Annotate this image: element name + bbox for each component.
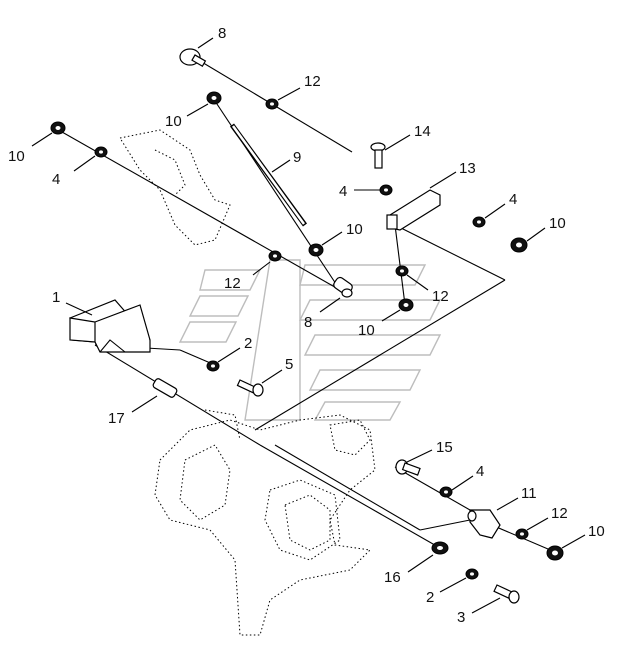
watermark-logo	[178, 259, 442, 421]
nut-top	[206, 91, 222, 105]
callout-leaders	[31, 37, 586, 614]
cover-1	[69, 299, 151, 353]
callout-2-upper: 2	[244, 335, 252, 352]
bolt-5	[236, 379, 264, 397]
callout-10-left-mid: 10	[165, 113, 182, 130]
callout-4-left: 4	[52, 171, 60, 188]
nut-low	[398, 298, 414, 312]
callout-3: 3	[457, 609, 465, 626]
callout-12-center: 12	[224, 275, 241, 292]
callout-12-lower: 12	[551, 505, 568, 522]
callout-5: 5	[285, 356, 293, 373]
bolt-14	[370, 142, 386, 169]
bolt-3	[493, 584, 520, 604]
rod-end-mid	[333, 276, 353, 298]
washer-2-lower	[465, 568, 479, 580]
nut-center	[308, 243, 324, 257]
bolt-15	[395, 459, 421, 476]
callout-14: 14	[414, 123, 431, 140]
washer-12-lower	[515, 528, 529, 540]
callout-9: 9	[293, 149, 301, 166]
nut-right	[510, 237, 528, 253]
washer-lower	[439, 486, 453, 498]
nut-left	[50, 121, 66, 135]
parts	[50, 48, 564, 604]
callout-13: 13	[459, 160, 476, 177]
callout-2-lower: 2	[426, 589, 434, 606]
callout-4-mid: 4	[339, 183, 347, 200]
lever-11	[467, 509, 501, 539]
washer-center-right	[395, 265, 409, 277]
callout-4-right: 4	[509, 191, 517, 208]
washer-top	[265, 98, 279, 110]
nut-lower	[546, 545, 564, 561]
callout-10-center: 10	[346, 221, 363, 238]
washer-right	[472, 216, 486, 228]
callout-10-right: 10	[549, 215, 566, 232]
callout-8-mid: 8	[304, 314, 312, 331]
frame-outline-upper	[119, 129, 231, 246]
callout-15: 15	[436, 439, 453, 456]
rod	[229, 123, 308, 227]
callout-labels: 8 12 10 10 4 9 14 13 4 4 10 10 12 12 8 1…	[8, 25, 605, 626]
callout-12-right: 12	[432, 288, 449, 305]
callout-10-low: 10	[358, 322, 375, 339]
callout-12-top: 12	[304, 73, 321, 90]
callout-11: 11	[521, 485, 537, 502]
callout-1: 1	[52, 289, 60, 306]
washer-mid	[379, 184, 393, 196]
washer-center-left	[268, 250, 282, 262]
callout-10-left: 10	[8, 148, 25, 165]
spacer-17	[152, 378, 178, 398]
rod-end-top	[179, 48, 207, 68]
callout-16: 16	[384, 569, 401, 586]
frame-casting-lower	[154, 409, 376, 636]
callout-4-lower: 4	[476, 463, 484, 480]
lever-13	[386, 189, 441, 231]
callout-8-top: 8	[218, 25, 226, 42]
callout-17: 17	[108, 410, 125, 427]
washer-2-upper	[206, 360, 220, 372]
washer-left	[94, 146, 108, 158]
callout-10-lower: 10	[588, 523, 605, 540]
clip-16	[431, 541, 449, 555]
